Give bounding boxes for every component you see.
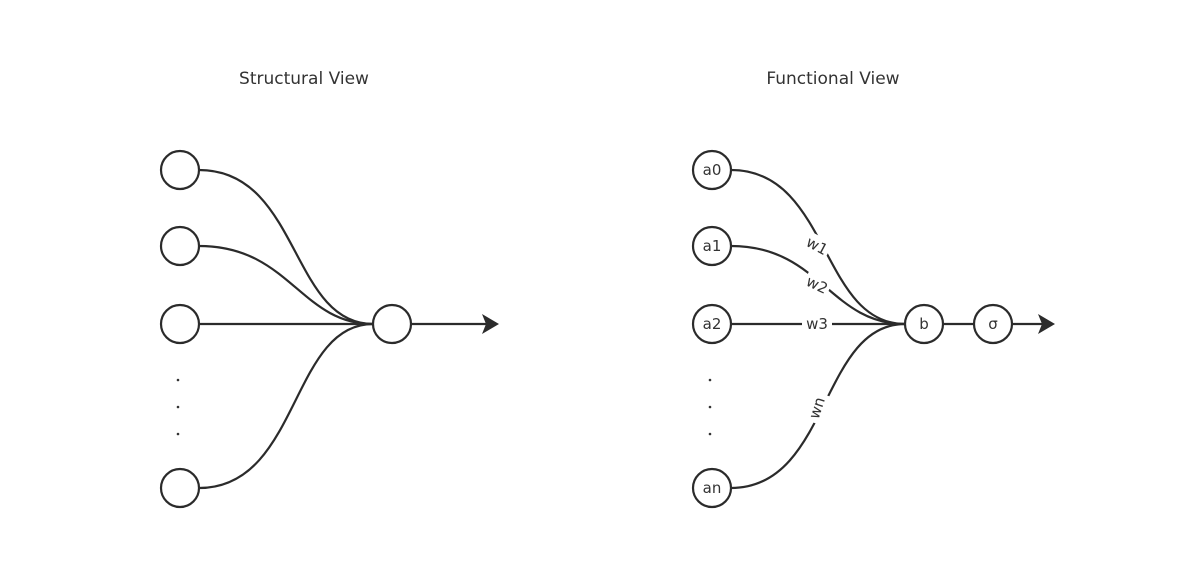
structural-output-node bbox=[371, 303, 413, 345]
structural-edge-0 bbox=[198, 168, 374, 326]
input-label-an: an bbox=[703, 479, 722, 497]
structural-view: Structural View bbox=[159, 69, 499, 509]
weight-label-wn: wn bbox=[802, 390, 832, 426]
functional-ellipsis-dot bbox=[708, 432, 712, 436]
structural-edge-n bbox=[198, 322, 374, 490]
structural-output-arrowhead bbox=[482, 314, 499, 334]
svg-text:wn: wn bbox=[805, 395, 829, 421]
functional-view-title: Functional View bbox=[766, 69, 899, 89]
structural-ellipsis-dot bbox=[176, 405, 180, 409]
functional-ellipsis-dot bbox=[708, 378, 712, 382]
input-label-a2: a2 bbox=[703, 315, 722, 333]
svg-text:w3: w3 bbox=[806, 315, 828, 333]
input-label-a0: a0 bbox=[703, 161, 722, 179]
functional-input-node-a2 bbox=[691, 303, 733, 345]
structural-ellipsis-dot bbox=[176, 432, 180, 436]
structural-view-title: Structural View bbox=[239, 69, 369, 89]
functional-input-node-a1 bbox=[691, 225, 733, 267]
structural-input-node-2 bbox=[159, 303, 201, 345]
weight-label-w2: w2 bbox=[800, 270, 834, 300]
bias-label: b bbox=[919, 315, 929, 333]
functional-input-node-an bbox=[691, 467, 733, 509]
functional-view: Functional View w1 w2 w3 wn a0 a1 bbox=[691, 69, 1055, 509]
bias-node bbox=[903, 303, 945, 345]
structural-edge-1 bbox=[198, 244, 374, 326]
structural-input-node-0 bbox=[159, 149, 201, 191]
activation-node bbox=[972, 303, 1014, 345]
functional-ellipsis-dot bbox=[708, 405, 712, 409]
functional-input-node-a0 bbox=[691, 149, 733, 191]
structural-ellipsis-dot bbox=[176, 378, 180, 382]
input-label-a1: a1 bbox=[703, 237, 722, 255]
structural-input-node-1 bbox=[159, 225, 201, 267]
structural-input-node-n bbox=[159, 467, 201, 509]
weight-label-w3: w3 bbox=[802, 314, 832, 334]
functional-output-arrowhead bbox=[1038, 314, 1055, 334]
activation-label: σ bbox=[988, 315, 998, 333]
